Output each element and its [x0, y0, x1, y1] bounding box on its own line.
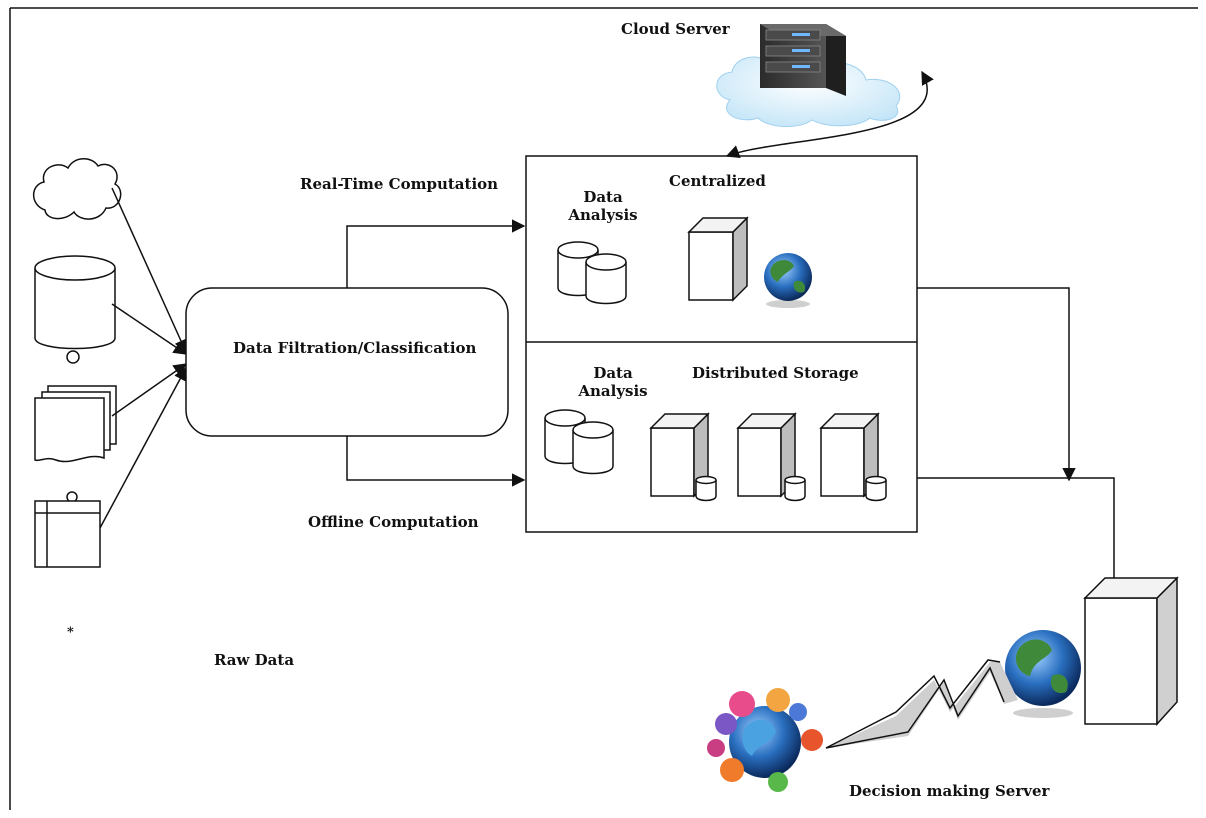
raw-data-icons [32, 158, 122, 568]
computation-connectors [346, 219, 526, 487]
data-analysis-top-label-line1: Data [583, 188, 623, 206]
output-connectors [917, 287, 1121, 596]
centralized-globe-icon [764, 253, 812, 308]
distributed-database-icon [544, 409, 614, 475]
cloud-server-label: Cloud Server [621, 20, 730, 38]
real-time-computation-label: Real-Time Computation [300, 175, 499, 193]
raw-documents-icon [34, 385, 117, 463]
raw-cloud-icon [32, 158, 122, 220]
filtration-box [185, 287, 509, 437]
bullet-mark: * [67, 625, 74, 640]
centralized-database-icon [557, 241, 627, 305]
wireless-link-icon [825, 659, 1018, 749]
data-analysis-bottom-label-line1: Data [593, 364, 633, 382]
decision-server-label: Decision making Server [849, 782, 1050, 800]
cloud-server-icon [716, 24, 901, 127]
centralized-label: Centralized [669, 172, 766, 190]
centralized-server-icon [687, 216, 749, 302]
raw-database-icon [34, 255, 116, 364]
distributed-server-1 [649, 412, 717, 502]
offline-computation-label: Offline Computation [308, 513, 479, 531]
data-analysis-top-label-line2: Analysis [568, 206, 638, 224]
data-analysis-bottom-label-line2: Analysis [578, 382, 648, 400]
filtration-label: Data Filtration/Classification [233, 339, 477, 357]
social-globe-icon [707, 688, 823, 792]
raw-data-connectors [99, 187, 188, 529]
raw-data-label: Raw Data [214, 651, 295, 669]
frame [9, 7, 1198, 810]
cloud-sync-arrow [725, 70, 934, 159]
distributed-server-3 [819, 412, 887, 502]
distributed-storage-label: Distributed Storage [692, 364, 859, 382]
distributed-server-2 [736, 412, 806, 502]
decision-globe-icon [1005, 630, 1081, 718]
decision-server-icon [1083, 576, 1179, 726]
raw-table-icon [34, 491, 101, 568]
